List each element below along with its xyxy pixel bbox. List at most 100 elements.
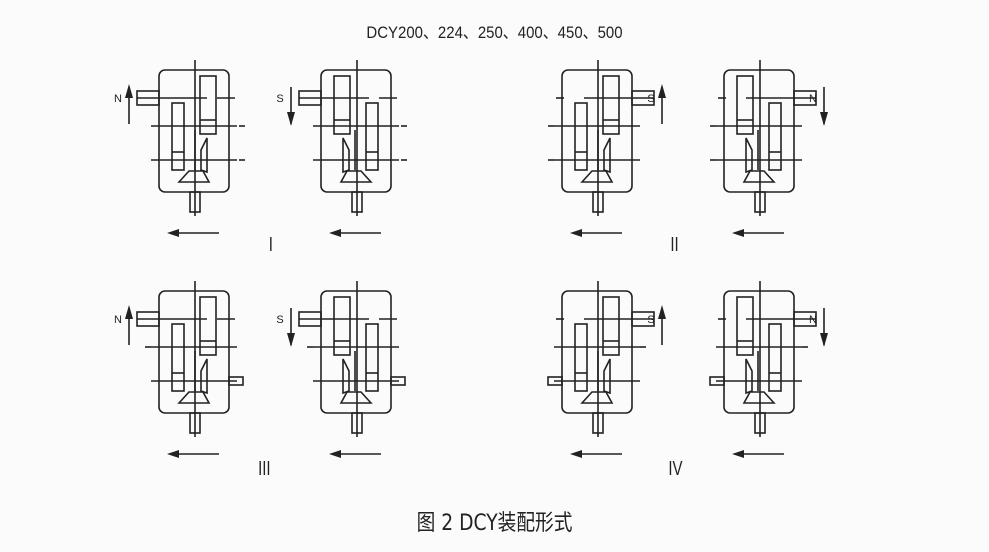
rotation-label: N <box>809 314 817 326</box>
low-speed-gear <box>574 102 588 171</box>
output-shaft <box>189 191 201 213</box>
bevel-pinion <box>200 137 208 174</box>
rotation-label: S <box>276 93 283 105</box>
input-shaft <box>136 90 160 106</box>
gearbox-unit: N <box>114 60 245 237</box>
diagram-title: DCY200、224、250、400、450、500 <box>366 23 623 42</box>
input-shaft <box>631 311 655 327</box>
arrow-left-icon <box>570 450 582 458</box>
housing <box>723 69 795 193</box>
bevel-gear <box>580 170 614 183</box>
low-speed-gear <box>365 323 379 392</box>
output-shaft <box>189 412 201 434</box>
bevel-gear <box>339 391 373 404</box>
low-speed-gear <box>171 323 185 392</box>
rotation-label: S <box>647 93 654 105</box>
housing <box>561 69 633 193</box>
housing <box>320 290 392 414</box>
input-shaft <box>793 90 817 106</box>
arrow-left-icon <box>167 229 179 237</box>
low-speed-gear <box>171 102 185 171</box>
bevel-gear <box>177 391 211 404</box>
arrow-up-icon <box>658 305 666 319</box>
gear-train <box>333 296 379 404</box>
arrow-up-icon <box>125 84 133 98</box>
bevel-gear <box>177 170 211 183</box>
auxiliary-shaft <box>228 376 244 386</box>
housing <box>158 290 230 414</box>
arrow-left-icon <box>167 450 179 458</box>
gear-train <box>171 75 217 183</box>
bevel-gear <box>742 170 776 183</box>
arrow-left-icon <box>570 229 582 237</box>
group-label-iii: III <box>258 458 271 480</box>
arrow-down-icon <box>287 112 295 126</box>
group-label-ii: II <box>670 234 679 256</box>
bevel-pinion <box>745 358 753 395</box>
output-shaft <box>754 191 766 213</box>
rotation-label: N <box>114 314 122 326</box>
group-label-i: I <box>268 234 273 256</box>
bevel-pinion <box>603 137 611 174</box>
input-shaft <box>136 311 160 327</box>
input-shaft <box>298 90 322 106</box>
arrow-down-icon <box>287 333 295 347</box>
gear-train <box>736 296 782 404</box>
high-speed-gear <box>602 296 620 356</box>
arrow-left-icon <box>732 450 744 458</box>
input-shaft <box>793 311 817 327</box>
high-speed-gear <box>602 75 620 135</box>
bevel-gear <box>580 391 614 404</box>
gearbox-unit: N <box>710 60 828 237</box>
high-speed-gear <box>736 75 754 135</box>
figure-caption: 图 2 DCY装配形式 <box>416 511 573 536</box>
high-speed-gear <box>333 75 351 135</box>
housing <box>320 69 392 193</box>
arrow-left-icon <box>732 229 744 237</box>
gear-train <box>171 296 217 404</box>
auxiliary-shaft <box>390 376 406 386</box>
high-speed-gear <box>199 296 217 356</box>
arrow-up-icon <box>658 84 666 98</box>
gearbox-unit: N <box>114 281 244 458</box>
auxiliary-shaft <box>709 376 725 386</box>
rotation-label: N <box>114 93 122 105</box>
rotation-label: S <box>647 314 654 326</box>
gear-train <box>333 75 379 183</box>
output-shaft <box>351 412 363 434</box>
arrow-up-icon <box>125 305 133 319</box>
output-shaft <box>592 191 604 213</box>
low-speed-gear <box>574 323 588 392</box>
housing <box>561 290 633 414</box>
bevel-pinion <box>342 137 350 174</box>
arrow-down-icon <box>820 333 828 347</box>
gearbox-unit: N <box>709 281 828 458</box>
gearbox-unit: S <box>276 60 407 237</box>
housing <box>158 69 230 193</box>
group-label-iv: IV <box>668 458 683 480</box>
gear-train <box>736 75 782 183</box>
auxiliary-shaft <box>547 376 563 386</box>
arrow-left-icon <box>329 229 341 237</box>
high-speed-gear <box>736 296 754 356</box>
low-speed-gear <box>768 102 782 171</box>
bevel-pinion <box>745 137 753 174</box>
rotation-label: S <box>276 314 283 326</box>
high-speed-gear <box>199 75 217 135</box>
gearbox-unit: S <box>548 60 666 237</box>
arrow-left-icon <box>329 450 341 458</box>
bevel-pinion <box>200 358 208 395</box>
low-speed-gear <box>768 323 782 392</box>
bevel-gear <box>339 170 373 183</box>
gearbox-unit: S <box>547 281 666 458</box>
output-shaft <box>592 412 604 434</box>
bevel-pinion <box>342 358 350 395</box>
output-shaft <box>351 191 363 213</box>
input-shaft <box>298 311 322 327</box>
gearbox-unit: S <box>276 281 406 458</box>
housing <box>723 290 795 414</box>
bevel-pinion <box>603 358 611 395</box>
gear-train <box>574 296 620 404</box>
rotation-label: N <box>809 93 817 105</box>
